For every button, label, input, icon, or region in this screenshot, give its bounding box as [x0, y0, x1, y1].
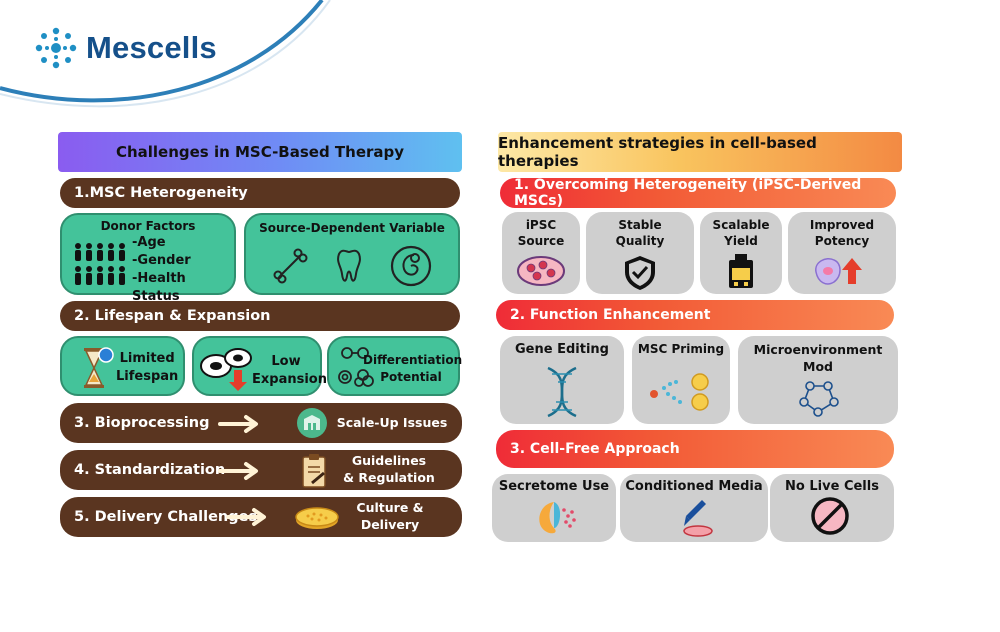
- donor-factors-card: Donor Factors -Age -Gender -Health Statu…: [60, 213, 236, 304]
- cell-dish-icon: [517, 256, 565, 286]
- section-title: 3. Bioprocessing: [74, 415, 210, 431]
- dividing-cells-icon: [200, 348, 252, 391]
- no-cells-prohibited-icon: [811, 497, 849, 535]
- bioprocessing-bar: 3. Bioprocessing: [60, 403, 462, 443]
- source-dependent-title: Source-Dependent Variable: [259, 221, 445, 235]
- donor-item: -Health Status: [132, 271, 186, 304]
- arrow-right-icon: [218, 462, 258, 480]
- left-title-text: Challenges in MSC-Based Therapy: [115, 143, 405, 161]
- potency-cell-arrow-icon: [815, 258, 862, 285]
- header-swoosh: [0, 0, 331, 108]
- donor-factors-title: Donor Factors: [100, 219, 196, 233]
- culture-delivery-label: Culture & Delivery: [356, 500, 424, 532]
- scalable-yield-card: Scalable Yield: [700, 212, 782, 294]
- conditioned-media-card: Conditioned Media: [620, 474, 768, 542]
- differentiation-cells-icon: [338, 347, 374, 387]
- lifespan-expansion-bar: 2. Lifespan & Expansion: [60, 301, 460, 331]
- priming-cells-icon: [650, 373, 709, 411]
- differentiation-potential-card: Differentiation Potential: [327, 336, 463, 396]
- section-title: 5. Delivery Challenges: [74, 509, 258, 525]
- clipboard-gavel-icon: [302, 454, 326, 488]
- left-panel-title: Challenges in MSC-Based Therapy: [58, 132, 462, 172]
- section-title: 3. Cell-Free Approach: [510, 441, 680, 457]
- function-enhancement-bar: 2. Function Enhancement: [496, 300, 894, 330]
- source-dependent-card: Source-Dependent Variable: [244, 213, 460, 295]
- gene-editing-card: Gene Editing: [500, 336, 624, 424]
- arrow-right-icon: [218, 415, 258, 433]
- msc-priming-card: MSC Priming: [632, 336, 730, 424]
- standardization-bar: 4. Standardization: [60, 450, 462, 490]
- stable-quality-card: Stable Quality: [586, 212, 694, 294]
- shield-check-icon: [625, 256, 655, 290]
- limited-lifespan-card: Limited Lifespan: [60, 336, 185, 396]
- secretome-cell-icon: [539, 502, 576, 534]
- donor-item: -Age: [132, 235, 166, 250]
- low-expansion-label: Low Expansion: [252, 354, 327, 387]
- overcoming-heterogeneity-bar: 1. Overcoming Heterogeneity (iPSC-Derive…: [500, 177, 896, 209]
- donor-item: -Gender: [132, 253, 191, 268]
- incubator-icon: [729, 254, 753, 288]
- cell-free-approach-bar: 3. Cell-Free Approach: [496, 430, 894, 468]
- limited-lifespan-label: Limited Lifespan: [116, 351, 179, 384]
- pipette-dish-icon: [683, 500, 713, 537]
- brand: Mescells: [34, 26, 217, 70]
- factory-icon: [297, 408, 327, 438]
- bone-icon: [273, 248, 308, 284]
- section-title: 2. Function Enhancement: [510, 307, 711, 323]
- section-title: 1.MSC Heterogeneity: [74, 185, 248, 201]
- right-title-text: Enhancement strategies in cell-based the…: [498, 134, 817, 170]
- section-title: 1. Overcoming Heterogeneity (iPSC-Derive…: [514, 177, 862, 209]
- right-panel-title: Enhancement strategies in cell-based the…: [498, 132, 902, 172]
- microenvironment-card: Microenvironment Mod: [738, 336, 898, 424]
- people-group-icon: [75, 243, 125, 285]
- donor-items: -Age -Gender -Health Status: [132, 234, 234, 306]
- mescells-logo-icon: [35, 27, 77, 69]
- section-title: 2. Lifespan & Expansion: [74, 308, 271, 324]
- fetus-icon: [390, 245, 432, 287]
- low-expansion-card: Low Expansion: [192, 336, 327, 396]
- dna-icon: [547, 366, 577, 418]
- petri-dish-icon: [295, 507, 339, 529]
- msc-heterogeneity-bar: 1.MSC Heterogeneity: [60, 178, 460, 208]
- differentiation-label: Differentiation Potential: [363, 353, 463, 384]
- brand-name: Mescells: [86, 30, 217, 65]
- scale-up-issues-label: Scale-Up Issues: [336, 415, 448, 430]
- secretome-use-card: Secretome Use: [492, 474, 616, 542]
- hourglass-icon: [84, 347, 114, 388]
- section-title: 4. Standardization: [74, 462, 226, 478]
- improved-potency-card: Improved Potency: [788, 212, 896, 294]
- guidelines-regulation-label: Guidelines & Regulation: [343, 453, 435, 485]
- arrow-right-icon: [226, 508, 266, 526]
- ipsc-source-card: iPSC Source: [502, 212, 580, 294]
- tooth-icon: [337, 249, 361, 282]
- microenvironment-network-icon: [799, 381, 839, 417]
- no-live-cells-card: No Live Cells: [770, 474, 894, 542]
